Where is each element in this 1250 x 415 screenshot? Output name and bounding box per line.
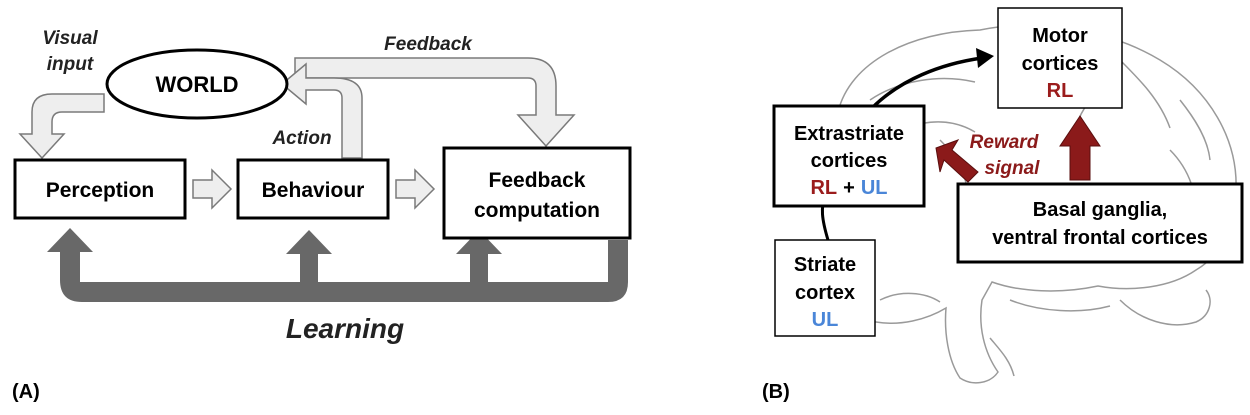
panel-a-label: (A) [12, 381, 40, 403]
behaviour-box [236, 158, 390, 220]
panel-b: Motor cortices RL Extrastriate cortices … [762, 7, 1244, 403]
basal-ganglia-box [956, 182, 1244, 264]
extrastriate-rl-tag: RL [810, 177, 837, 199]
perception-to-behaviour-arrow [192, 168, 233, 210]
action-label: Action [271, 128, 331, 149]
basal-label-line2: ventral frontal cortices [992, 227, 1208, 249]
learning-loop-arrow [47, 228, 628, 302]
action-arrow [280, 62, 363, 159]
panel-a: WORLD Visual input Feedback Action Perce… [12, 28, 632, 403]
basal-label-line1: Basal ganglia, [1033, 199, 1168, 221]
visual-input-arrow [18, 93, 105, 160]
extrastriate-label-line2: cortices [811, 150, 888, 172]
extrastriate-ul-tag: UL [861, 177, 888, 199]
feedback-computation-label-line2: computation [474, 199, 600, 222]
visual-input-label-line2: input [47, 54, 94, 75]
perception-box [13, 158, 187, 220]
world-node [105, 48, 289, 120]
striate-label-line2: cortex [795, 282, 855, 304]
feedback-computation-label-line1: Feedback [489, 169, 586, 192]
extrastriate-box [772, 104, 926, 208]
behaviour-label: Behaviour [262, 179, 365, 202]
reward-signal-label-line2: signal [985, 158, 1041, 179]
visual-input-label-line1: Visual [42, 28, 98, 49]
extrastriate-label-line1: Extrastriate [794, 123, 904, 145]
extrastriate-tags: RL + UL [810, 177, 887, 199]
extrastriate-plus: + [843, 177, 855, 199]
motor-rl-tag: RL [1047, 80, 1074, 102]
pathway-extrastriate-to-motor [870, 56, 983, 110]
feedback-label: Feedback [384, 34, 473, 55]
behaviour-to-feedback-arrow [395, 168, 436, 210]
striate-box [774, 239, 876, 337]
feedback-computation-box [442, 146, 632, 240]
striate-label-line1: Striate [794, 254, 856, 276]
feedback-arrow [294, 57, 576, 148]
reward-signal-label-line1: Reward [970, 132, 1039, 153]
panel-b-label: (B) [762, 381, 790, 403]
motor-label-line1: Motor [1032, 25, 1088, 47]
striate-ul-tag: UL [812, 309, 839, 331]
perception-label: Perception [46, 179, 155, 202]
pathway-arrowhead [976, 48, 994, 68]
motor-cortices-box [997, 7, 1123, 109]
motor-label-line2: cortices [1022, 53, 1099, 75]
reward-arrow-to-motor [1059, 115, 1101, 181]
learning-label: Learning [286, 313, 404, 344]
reward-arrow-to-extrastriate [935, 139, 979, 183]
world-label: WORLD [155, 72, 238, 97]
